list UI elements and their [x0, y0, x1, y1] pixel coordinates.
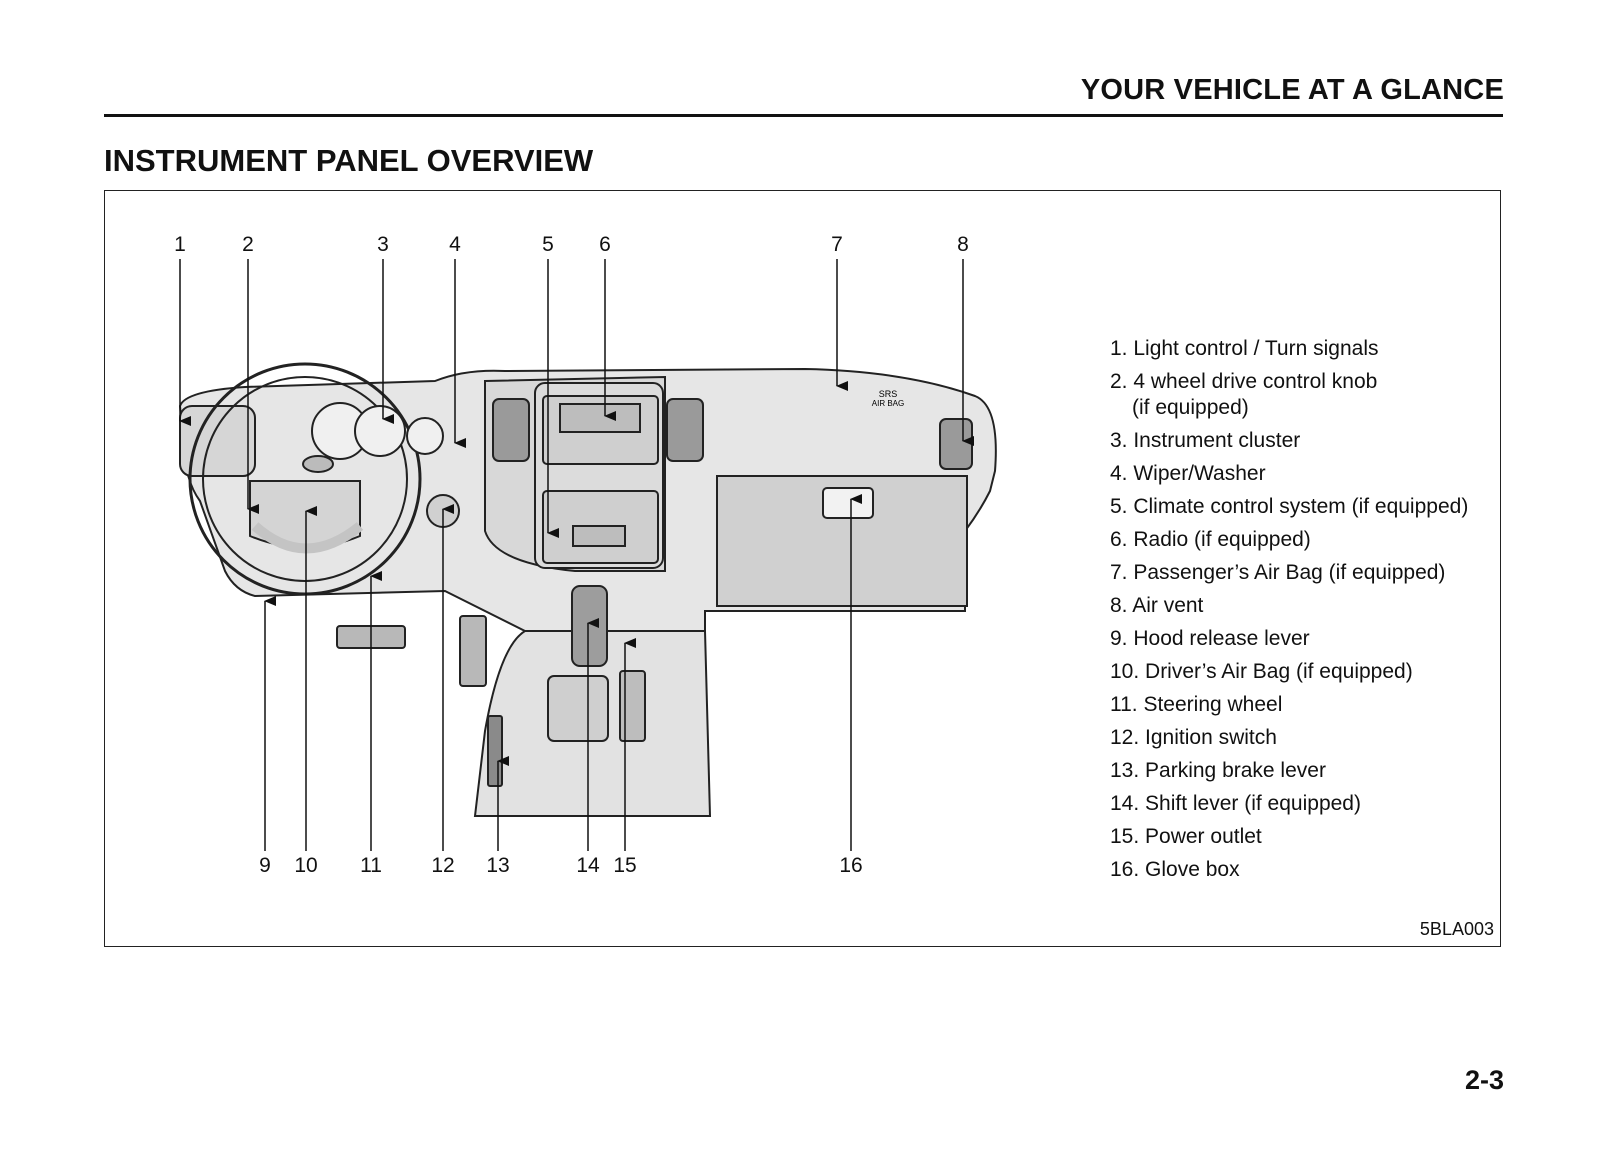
callout-5: 5	[542, 233, 554, 256]
legend-item-5: 5. Climate control system (if equipped)	[1110, 495, 1469, 518]
legend-item-1: 1. Light control / Turn signals	[1110, 337, 1379, 360]
legend-item-2: 2. 4 wheel drive control knob (if equipp…	[1110, 369, 1510, 421]
legend-item-8: 8. Air vent	[1110, 594, 1204, 617]
dashboard-illustration	[178, 362, 997, 817]
dashboard-diagram: SRS AIR BAG 1 2 3 4 5 6 7 8 9 10	[174, 233, 997, 877]
callout-2: 2	[242, 233, 254, 256]
legend-item-12: 12. Ignition switch	[1110, 726, 1277, 749]
callout-9: 9	[259, 854, 271, 877]
legend-item-2-note: (if equipped)	[1132, 396, 1249, 419]
callout-13: 13	[486, 854, 509, 877]
section-title: YOUR VEHICLE AT A GLANCE	[1080, 74, 1504, 106]
legend-item-2-text: 2. 4 wheel drive control knob	[1110, 370, 1378, 393]
legend-item-15: 15. Power outlet	[1110, 825, 1262, 848]
legend-item-11: 11. Steering wheel	[1110, 693, 1283, 716]
legend-item-13: 13. Parking brake lever	[1110, 759, 1326, 782]
legend-item-7: 7. Passenger’s Air Bag (if equipped)	[1110, 561, 1446, 584]
callout-4: 4	[449, 233, 461, 256]
srs-airbag-label: SRS AIR BAG	[872, 389, 904, 408]
callout-3: 3	[377, 233, 389, 256]
callout-6: 6	[599, 233, 611, 256]
callout-14: 14	[576, 854, 600, 877]
legend-item-14: 14. Shift lever (if equipped)	[1110, 792, 1361, 815]
page-number: 2-3	[1464, 1065, 1504, 1095]
legend-item-4: 4. Wiper/Washer	[1110, 462, 1266, 485]
top-callouts: 1 2 3 4 5 6 7 8	[174, 233, 974, 538]
callout-10: 10	[294, 854, 317, 877]
callout-15: 15	[613, 854, 636, 877]
legend-item-10: 10. Driver’s Air Bag (if equipped)	[1110, 660, 1413, 683]
page-title: INSTRUMENT PANEL OVERVIEW	[104, 143, 594, 178]
callout-8: 8	[957, 233, 969, 256]
header-rule	[104, 114, 1503, 117]
legend-item-16: 16. Glove box	[1110, 858, 1240, 881]
callout-12: 12	[431, 854, 454, 877]
svg-text:AIR BAG: AIR BAG	[872, 399, 904, 408]
svg-text:SRS: SRS	[879, 389, 898, 399]
callout-16: 16	[839, 854, 862, 877]
legend-item-9: 9. Hood release lever	[1110, 627, 1310, 650]
figure-code: 5BLA003	[1419, 919, 1494, 939]
figure-box: SRS AIR BAG 1 2 3 4 5 6 7 8 9 10	[104, 190, 1501, 947]
callout-7: 7	[831, 233, 843, 256]
bottom-callouts: 9 10 11 12 13 14 15 16	[259, 494, 863, 877]
legend-item-6: 6. Radio (if equipped)	[1110, 528, 1311, 551]
legend-item-3: 3. Instrument cluster	[1110, 429, 1301, 452]
callout-11: 11	[360, 854, 382, 877]
legend-list: 1. Light control / Turn signals 2. 4 whe…	[1110, 336, 1510, 890]
callout-1: 1	[174, 233, 186, 256]
